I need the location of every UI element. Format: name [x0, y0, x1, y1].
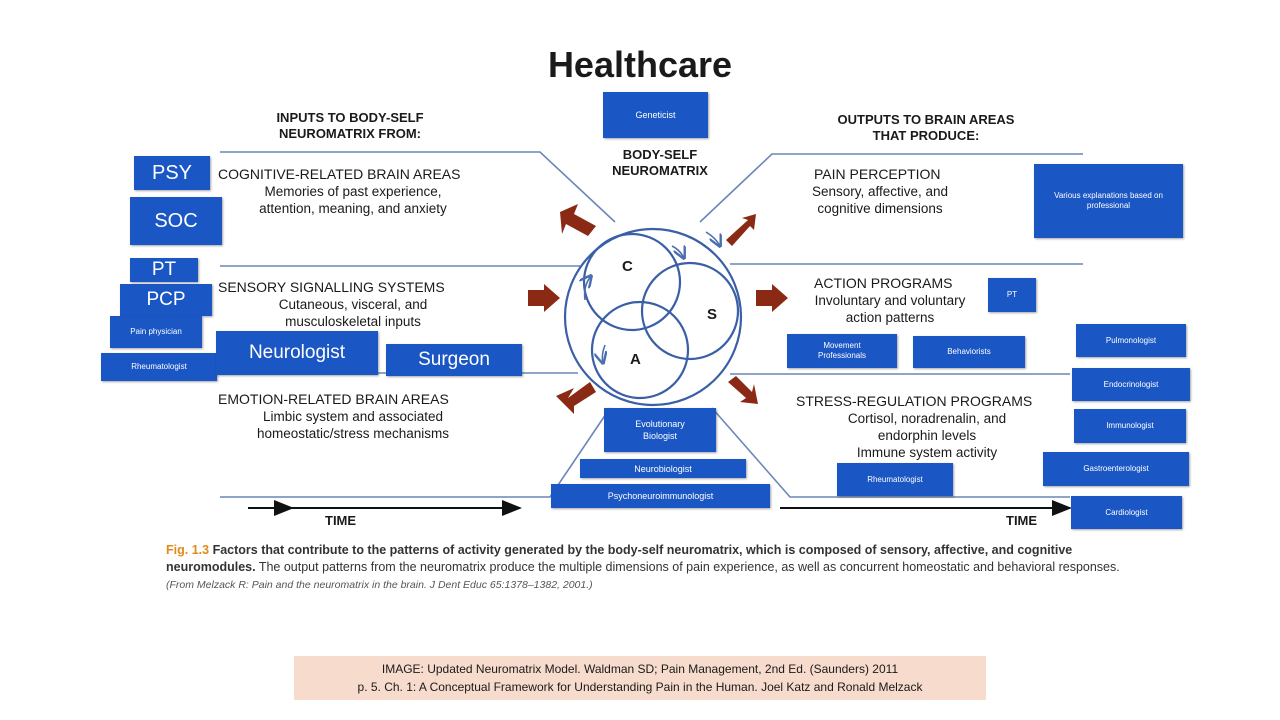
movement-professionals-box: Movement Professionals: [787, 334, 897, 368]
pcp-box: PCP: [120, 284, 212, 316]
time-label-right: TIME: [1006, 513, 1038, 528]
evolutionary-biologist-box: Evolutionary Biologist: [604, 408, 716, 452]
cardiologist-box: Cardiologist: [1071, 496, 1182, 529]
output-stress-regulation: STRESS-REGULATION PROGRAMS Cortisol, nor…: [796, 393, 1033, 460]
circle-label-c: C: [622, 258, 633, 275]
immunologist-box: Immunologist: [1074, 409, 1186, 443]
output-action-programs: ACTION PROGRAMS Involuntary and voluntar…: [814, 275, 966, 325]
pt-box: PT: [130, 258, 198, 282]
pulmonologist-box: Pulmonologist: [1076, 324, 1186, 357]
neurobiologist-box: Neurobiologist: [580, 459, 746, 478]
output-red-arrows: [726, 214, 788, 404]
image-source-box: IMAGE: Updated Neuromatrix Model. Waldma…: [294, 656, 986, 700]
pain-physician-box: Pain physician: [110, 316, 202, 348]
outputs-heading: OUTPUTS TO BRAIN AREAS THAT PRODUCE:: [837, 112, 1015, 143]
caption-reference: (From Melzack R: Pain and the neuromatri…: [166, 579, 593, 591]
inputs-heading: INPUTS TO BODY-SELF NEUROMATRIX FROM:: [276, 110, 424, 141]
caption-text: The output patterns from the neuromatrix…: [258, 560, 1120, 574]
rheumatologist-right-box: Rheumatologist: [837, 463, 953, 496]
input-red-arrows: [528, 204, 596, 414]
page-title: Healthcare: [547, 44, 733, 85]
neurologist-box: Neurologist: [216, 331, 378, 375]
input-cognitive: COGNITIVE-RELATED BRAIN AREAS Memories o…: [218, 166, 461, 216]
rheumatologist-left-box: Rheumatologist: [101, 353, 217, 381]
input-sensory: SENSORY SIGNALLING SYSTEMS Cutaneous, vi…: [218, 279, 445, 329]
gastroenterologist-box: Gastroenterologist: [1043, 452, 1189, 486]
soc-box: SOC: [130, 197, 222, 245]
pt-right-box: PT: [988, 278, 1036, 312]
endocrinologist-box: Endocrinologist: [1072, 368, 1190, 401]
input-emotion: EMOTION-RELATED BRAIN AREAS Limbic syste…: [218, 391, 450, 441]
circle-label-a: A: [630, 351, 641, 368]
circle-label-s: S: [707, 306, 718, 323]
figure-caption: Fig. 1.3 Factors that contribute to the …: [166, 542, 1146, 594]
time-label-left: TIME: [325, 513, 357, 528]
psy-box: PSY: [134, 156, 210, 190]
source-line-2: p. 5. Ch. 1: A Conceptual Framework for …: [357, 680, 923, 694]
center-title: BODY-SELF NEUROMATRIX: [612, 147, 708, 178]
output-divider-lines: [699, 153, 1083, 498]
figure-number: Fig. 1.3: [166, 543, 210, 557]
various-explanations-box: Various explanations based on profession…: [1034, 164, 1183, 238]
behaviorists-box: Behaviorists: [913, 336, 1025, 368]
geneticist-box: Geneticist: [603, 92, 708, 138]
output-pain-perception: PAIN PERCEPTION Sensory, affective, and …: [811, 166, 949, 216]
source-line-1: IMAGE: Updated Neuromatrix Model. Waldma…: [381, 662, 899, 676]
psychoneuroimmunologist-box: Psychoneuroimmunologist: [551, 484, 770, 508]
surgeon-box: Surgeon: [386, 344, 522, 376]
caption-bold: Factors that contribute to the patterns …: [166, 543, 1073, 574]
